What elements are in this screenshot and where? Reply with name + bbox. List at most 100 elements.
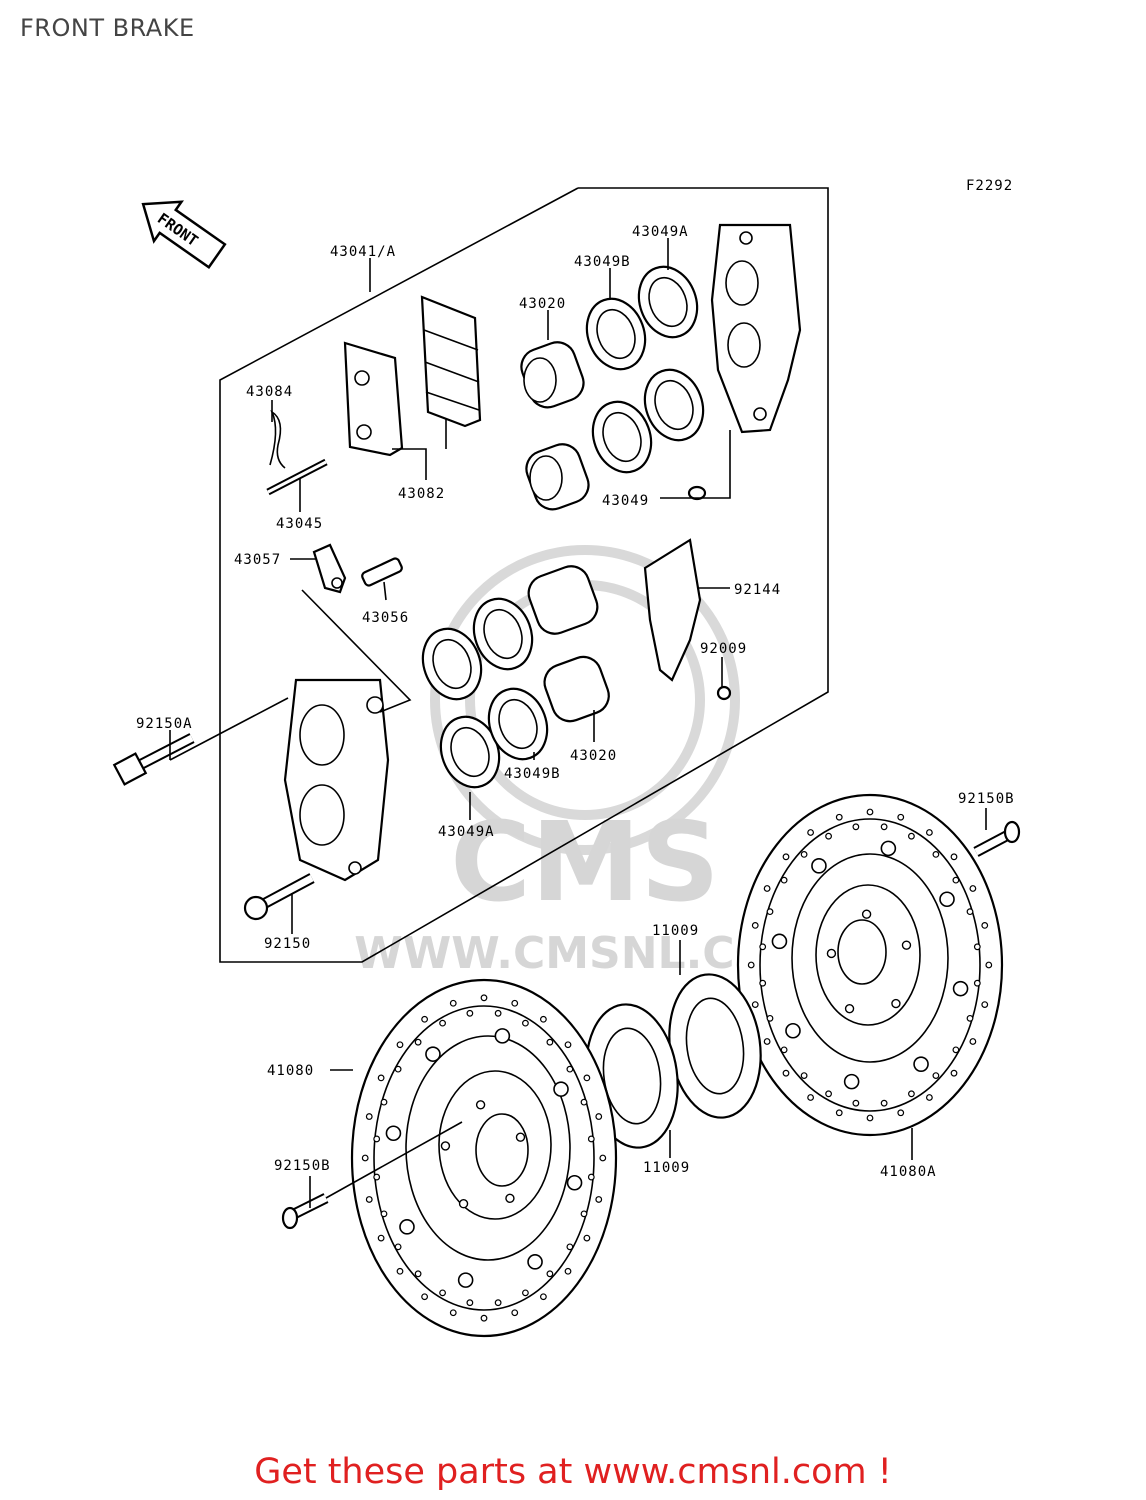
caliper-half-left xyxy=(283,678,390,882)
disc-vent-hole xyxy=(580,1210,588,1218)
disc-vent-hole xyxy=(852,1099,860,1107)
disc-float-button xyxy=(385,1125,402,1142)
disc-float-button xyxy=(785,1022,801,1039)
disc-vent-hole xyxy=(763,1038,771,1045)
disc-vent-hole xyxy=(540,1015,547,1023)
label-92150b-right: 92150B xyxy=(958,791,1015,807)
label-43020-bottom: 43020 xyxy=(570,748,617,764)
disc-vent-hole xyxy=(985,961,993,969)
bolt-92150b-left xyxy=(281,1193,329,1230)
disc-vent-hole xyxy=(566,1243,574,1251)
label-43049: 43049 xyxy=(602,493,649,509)
disc-float-button xyxy=(457,1272,474,1288)
disc-vent-hole xyxy=(380,1210,388,1218)
label-43049b-bottom: 43049B xyxy=(504,766,561,782)
disc-float-button xyxy=(494,1028,511,1044)
disc-vent-hole xyxy=(365,1113,373,1120)
piston-upper-1 xyxy=(520,341,585,409)
brake-disc-41080 xyxy=(350,978,618,1338)
disc-bolt-hole xyxy=(475,1100,486,1110)
label-92150: 92150 xyxy=(264,936,311,952)
disc-vent-hole xyxy=(782,1069,790,1077)
disc-vent-hole xyxy=(449,1309,457,1317)
disc-vent-hole xyxy=(969,1038,977,1045)
disc-vent-hole xyxy=(866,808,874,816)
disc-vent-hole xyxy=(825,1090,832,1098)
seal-lower-3 xyxy=(439,715,501,789)
disc-vent-hole xyxy=(763,885,771,892)
disc-bolt-hole xyxy=(826,948,837,959)
disc-float-button xyxy=(566,1174,583,1191)
disc-vent-hole xyxy=(852,823,860,831)
brake-disc-41080a xyxy=(736,793,1004,1137)
disc-bolt-hole xyxy=(440,1141,451,1151)
spacer-11009-upper xyxy=(668,973,762,1119)
disc-vent-hole xyxy=(926,1094,933,1101)
label-43041a: 43041/A xyxy=(330,244,396,260)
disc-vent-hole xyxy=(973,943,981,951)
disc-vent-hole xyxy=(782,853,790,861)
disc-vent-hole xyxy=(897,813,905,821)
page-title: FRONT BRAKE xyxy=(20,14,195,42)
label-11009-top: 11009 xyxy=(652,923,699,939)
disc-bolt-hole xyxy=(844,1003,855,1014)
disc-vent-hole xyxy=(835,1109,843,1117)
label-43020-top: 43020 xyxy=(519,296,566,312)
promo-link[interactable]: Get these parts at www.cmsnl.com ! xyxy=(254,1452,892,1492)
disc-vent-hole xyxy=(587,1135,595,1143)
disc-vent-hole xyxy=(421,1293,429,1301)
pad-spring-clip-43084 xyxy=(269,409,286,469)
piston-lower-1 xyxy=(527,565,599,635)
disc-vent-hole xyxy=(973,979,981,987)
disc-vent-hole xyxy=(380,1098,388,1106)
piston-upper-2 xyxy=(525,443,590,511)
label-43084: 43084 xyxy=(246,384,293,400)
disc-vent-hole xyxy=(522,1289,529,1297)
disc-vent-hole xyxy=(759,979,767,987)
disc-vent-hole xyxy=(480,994,488,1002)
disc-vent-hole xyxy=(540,1293,547,1301)
leader-lines xyxy=(169,238,987,1208)
disc-vent-hole xyxy=(511,999,519,1007)
disc-vent-hole xyxy=(952,876,960,884)
brake-pad-inner xyxy=(343,341,404,457)
disc-float-button xyxy=(913,1056,929,1072)
disc-vent-hole xyxy=(969,885,977,892)
label-92009: 92009 xyxy=(700,641,747,657)
disc-float-button xyxy=(843,1073,860,1090)
watermark-brand: CMS xyxy=(450,798,719,926)
disc-vent-hole xyxy=(564,1041,572,1049)
disc-bolt-hole xyxy=(861,909,872,919)
disc-vent-hole xyxy=(583,1234,591,1242)
disc-vent-hole xyxy=(439,1289,446,1297)
disc-vent-hole xyxy=(866,1114,874,1122)
label-92150a: 92150A xyxy=(136,716,193,732)
disc-vent-hole xyxy=(439,1019,446,1027)
disc-float-button xyxy=(880,840,897,857)
piston-lower-2 xyxy=(543,655,610,723)
seal-43049a-upper-1 xyxy=(637,265,699,339)
disc-vent-hole xyxy=(546,1270,554,1278)
disc-vent-hole xyxy=(952,1046,960,1054)
disc-vent-hole xyxy=(835,813,843,821)
screw-92009 xyxy=(716,685,732,701)
disc-vent-hole xyxy=(564,1267,572,1275)
disc-vent-hole xyxy=(494,1299,502,1307)
label-43056: 43056 xyxy=(362,610,409,626)
disc-vent-hole xyxy=(599,1154,607,1162)
disc-vent-hole xyxy=(595,1113,603,1120)
disc-vent-hole xyxy=(583,1074,591,1082)
disc-vent-hole xyxy=(932,851,940,858)
disc-bolt-hole xyxy=(505,1193,515,1204)
disc-bolt-hole xyxy=(891,998,901,1009)
disc-vent-hole xyxy=(595,1196,603,1203)
figure-code: F2292 xyxy=(966,178,1013,194)
bolt-92150b-right xyxy=(973,820,1021,857)
disc-vent-hole xyxy=(766,1014,774,1022)
disc-vent-hole xyxy=(950,1069,958,1077)
seal-43049a-upper-2 xyxy=(643,368,705,442)
disc-vent-hole xyxy=(396,1267,404,1275)
disc-vent-hole xyxy=(981,1001,989,1008)
seal-lower-2 xyxy=(472,597,534,671)
